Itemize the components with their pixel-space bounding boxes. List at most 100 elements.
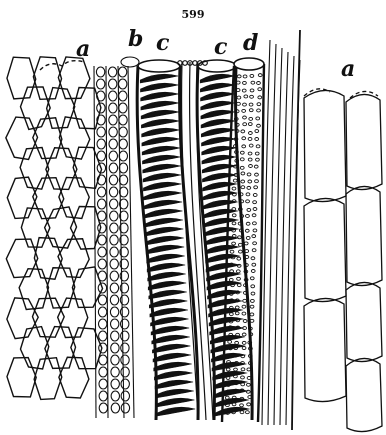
bead-cell	[99, 391, 107, 401]
pit	[247, 173, 251, 176]
pit	[238, 243, 242, 246]
bead-cell	[110, 247, 118, 257]
pit	[236, 333, 240, 336]
pit	[256, 158, 260, 161]
pit	[247, 403, 251, 406]
spiral-band	[146, 236, 184, 245]
pit	[246, 200, 250, 203]
spiral-band	[143, 173, 181, 182]
pit	[241, 180, 245, 183]
spiral-band	[145, 218, 183, 227]
hex-cell	[20, 87, 50, 129]
spiral-band	[156, 389, 194, 398]
spiral-band	[142, 137, 180, 146]
hex-cell	[34, 238, 62, 280]
hex-cell	[7, 57, 36, 99]
pit	[242, 347, 246, 350]
spiral-band	[140, 74, 178, 83]
pit	[254, 165, 258, 168]
spiral-band	[144, 191, 182, 200]
bead-cell	[110, 283, 118, 293]
pit	[244, 95, 248, 98]
pit	[235, 341, 239, 344]
pit	[243, 75, 247, 78]
bead-cell	[98, 199, 106, 209]
pit	[241, 172, 245, 175]
pit	[232, 214, 236, 217]
spiral-band	[154, 362, 192, 371]
pit	[241, 383, 245, 386]
pit	[242, 137, 246, 140]
pit	[255, 152, 259, 155]
pit	[253, 229, 257, 232]
bead-cell	[109, 163, 117, 173]
bead-cell	[119, 175, 127, 185]
bead-cell	[99, 403, 107, 413]
bead-cell	[111, 319, 119, 329]
pit	[237, 284, 241, 287]
bead-cell	[121, 367, 129, 377]
spiral-band	[149, 299, 187, 308]
pit	[242, 341, 246, 344]
pit	[244, 242, 248, 245]
pit	[252, 214, 256, 217]
bead-cell	[109, 187, 117, 197]
pit	[237, 257, 241, 260]
pit	[255, 137, 259, 140]
pit	[238, 250, 242, 253]
pit	[232, 396, 236, 399]
pit	[243, 116, 247, 119]
pit	[241, 376, 245, 379]
pit	[252, 235, 256, 238]
spiral-band	[200, 74, 234, 83]
spiral-band	[141, 101, 179, 110]
pit	[255, 130, 259, 133]
bead-cell	[110, 211, 118, 221]
spiral-band	[142, 155, 180, 164]
pit	[250, 319, 254, 322]
spiral-band	[201, 92, 235, 101]
elongated-cell	[304, 198, 346, 301]
bead-cell	[110, 223, 118, 233]
bead-cell	[98, 295, 106, 305]
pit	[252, 249, 256, 252]
bead-cell	[111, 355, 119, 365]
pit	[246, 193, 250, 196]
elongated-cell	[346, 94, 382, 189]
bead-cell	[110, 295, 118, 305]
pit	[232, 187, 236, 190]
spiral-band	[157, 407, 195, 416]
pit	[243, 299, 247, 302]
pit	[253, 201, 257, 204]
spiral-band	[151, 317, 189, 326]
pit	[226, 404, 230, 407]
spiral-band	[202, 164, 236, 173]
spiral-band	[144, 209, 182, 218]
pit	[256, 117, 260, 120]
spiral-band	[141, 119, 179, 128]
pit	[243, 123, 247, 126]
spiral-band	[207, 272, 241, 281]
bead-cell	[111, 379, 119, 389]
hex-cell	[71, 207, 101, 250]
pit	[241, 368, 245, 371]
bead-cell	[98, 235, 106, 245]
pit	[237, 102, 241, 105]
pit	[250, 95, 254, 98]
pit	[257, 124, 261, 127]
pit	[230, 250, 234, 253]
bead-cell	[97, 139, 105, 149]
pit	[227, 361, 231, 364]
bead-cell	[121, 355, 129, 365]
pit	[225, 396, 229, 399]
spiral-band	[201, 110, 235, 119]
pit	[253, 208, 257, 211]
label-d: d	[243, 30, 258, 56]
pit	[232, 242, 236, 245]
spiral-band	[146, 245, 184, 254]
spiral-band	[151, 326, 189, 335]
bead-cell	[121, 391, 129, 401]
pit	[247, 186, 251, 189]
spiral-band	[154, 371, 192, 380]
bead-cell	[99, 379, 107, 389]
